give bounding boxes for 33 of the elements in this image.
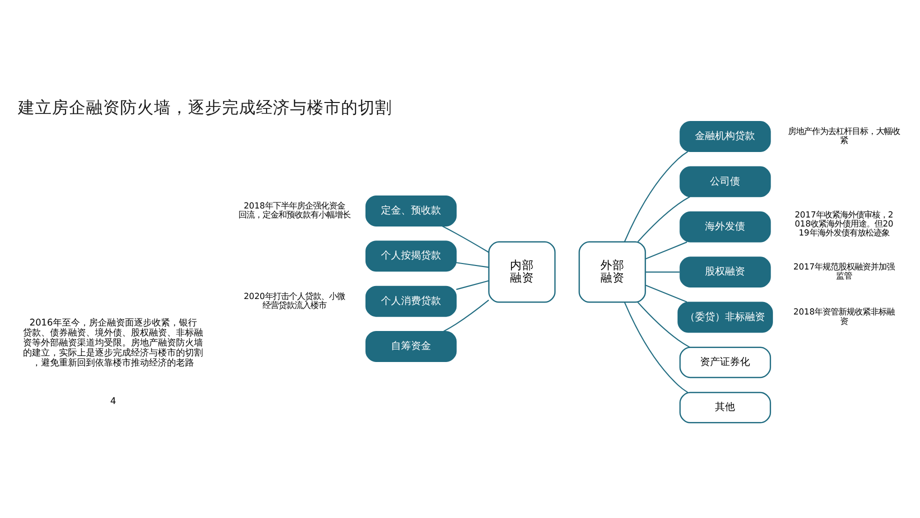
node-box: 个人消费贷款	[365, 285, 457, 316]
node-box: 公司债	[680, 166, 771, 197]
connector	[646, 271, 680, 272]
node-box: 内部融资	[488, 240, 556, 302]
node-box: 海外发债	[680, 210, 771, 242]
node-box: （委贷）非标融资	[678, 301, 773, 332]
node-box: 个人按揭贷款	[365, 240, 457, 272]
connector	[456, 280, 489, 290]
node-label: 2017年收紧海外债审核，2018收紧海外债用途。但2019年海外发债有放松迹象	[794, 208, 894, 238]
node-box: 定金、预收款	[365, 195, 457, 226]
connector	[645, 241, 688, 259]
connector	[443, 299, 490, 332]
node-box: 资产证券化	[679, 346, 772, 378]
connector	[638, 302, 690, 348]
connector	[442, 225, 489, 252]
node-label: 房地产作为去杠杆目标，大幅收紧	[788, 125, 900, 145]
node-label: 2017年规范股权融资并加强监管	[793, 261, 895, 280]
node-label: 2018年下半年房企强化资金回流，定金和预收款有小幅增长	[238, 200, 350, 220]
node-label: 2018年资管新规收紧非标融资	[793, 306, 895, 326]
label: 2016年至今，房企融资面逐步收紧，银行贷款、债券融资、境外债、股权融资、非标融资等外部融资渠道均受限。房地产融资防火墙的建立，实际上是逐步完成经济与楼市的切割，避免重新回到依靠楼市推动经济的老路	[23, 316, 204, 368]
connector	[624, 150, 688, 242]
node-box: 金融机构贷款	[680, 120, 771, 152]
connector	[624, 301, 688, 392]
connector	[456, 262, 489, 268]
connector	[645, 284, 688, 302]
node-label: 2020年打击个人贷款、小微经营贷款流入楼市	[244, 290, 345, 310]
node-box: 自筹资金	[365, 330, 457, 362]
diagram-title: 建立房企融资防火墙，逐步完成经济与楼市的切割	[18, 96, 392, 117]
node-box: 外部融资	[578, 240, 646, 302]
node-box: 股权融资	[680, 256, 771, 288]
label: 4	[110, 396, 116, 407]
connector	[638, 196, 690, 242]
node-box: 其他	[679, 391, 772, 423]
